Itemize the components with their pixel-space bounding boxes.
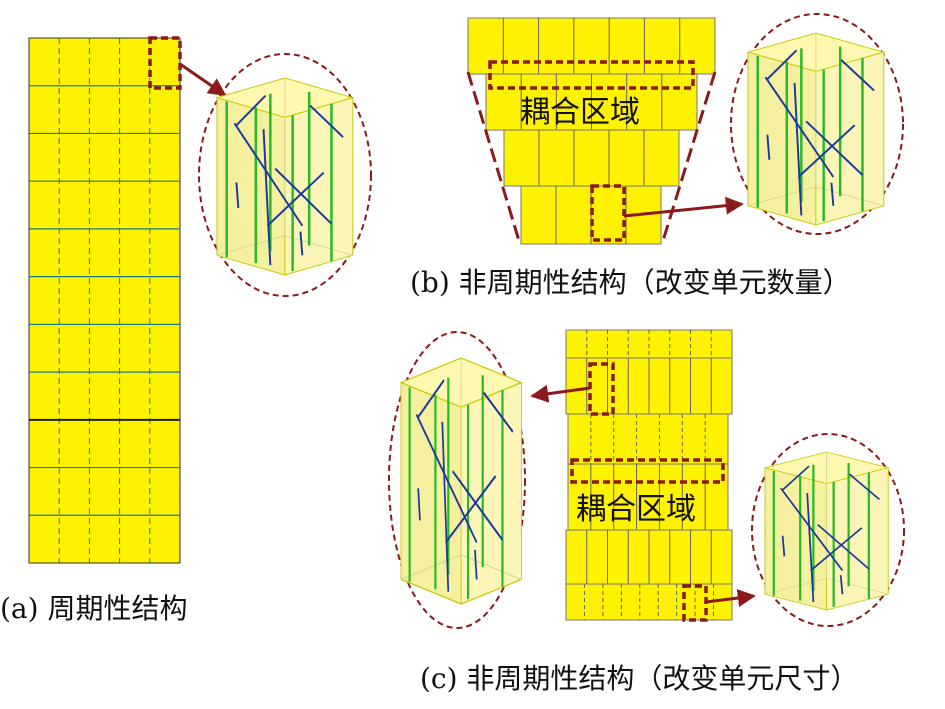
fiber-cell-icon [763,450,890,612]
caption-b: (b) 非周期性结构（改变单元数量） [410,266,851,299]
tier-block [565,529,733,585]
panel-b-selected-cell [590,184,626,242]
tier-block [567,463,729,531]
arrow-icon [705,589,756,607]
panel-a-selected-cell [148,36,182,90]
panel-a-grid [29,38,180,563]
fiber-cell-icon [399,356,523,606]
tier-block [485,73,698,131]
panel-c-selected-cell-lower [682,584,708,622]
panel-b-nonperiodic-count: 耦合区域 [466,13,904,245]
panel-b-coupling-box [488,60,695,90]
tier-block [467,17,716,75]
arrow-icon [623,196,744,218]
caption-c: (c) 非周期性结构（改变单元尺寸） [420,662,858,695]
fiber-cell-icon [215,76,355,277]
caption-a: (a) 周期性结构 [0,592,187,625]
panel-a-periodic-structure [28,36,372,564]
zoom-ellipse-icon [730,13,904,235]
zoom-ellipse-icon [388,331,526,629]
arrow-icon [530,384,591,403]
fiber-cell-icon [746,31,886,227]
panel-c-coupling-label: 耦合区域 [576,492,696,527]
arrow-icon [179,62,227,97]
tier-block [567,413,729,465]
tier-block [503,129,680,187]
tier-block [565,329,733,359]
panel-c-coupling-box [570,458,725,484]
panel-b-tiers [467,17,716,245]
panel-c-nonperiodic-size: 耦合区域 [388,329,905,629]
tier-block [565,357,733,415]
zoom-ellipse-icon [198,53,372,297]
zoom-ellipse-icon [751,433,905,627]
panel-b-coupling-label: 耦合区域 [520,95,640,130]
